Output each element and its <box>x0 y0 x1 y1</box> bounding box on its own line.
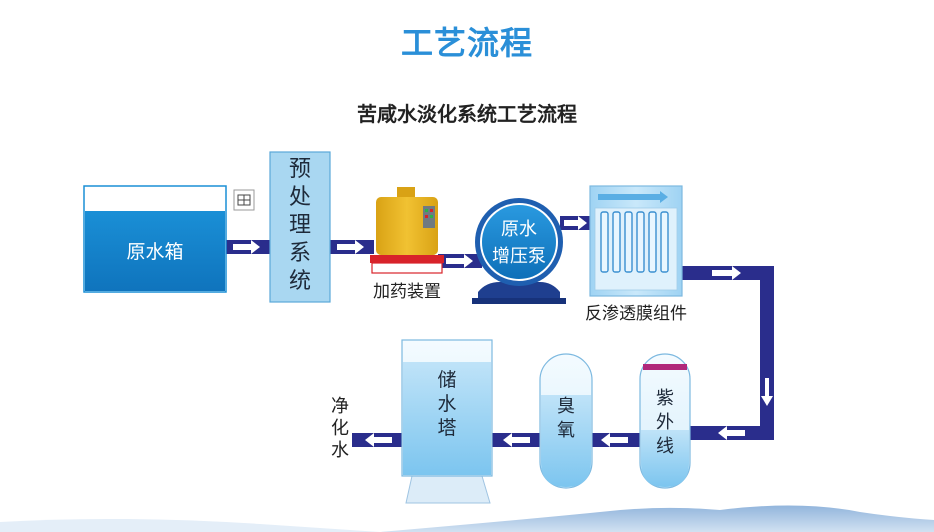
arrow-left-3 <box>503 433 530 447</box>
pump-label-line1: 原水 <box>501 219 537 240</box>
arrow-left-1 <box>718 426 745 440</box>
arrow-left-2 <box>601 433 628 447</box>
storage-tower-label: 储水塔 <box>437 369 456 439</box>
arrow-right-3 <box>446 254 473 268</box>
arrow-right-1 <box>233 240 260 254</box>
ozone-label: 臭氧 <box>557 396 575 441</box>
pipe-right-down <box>760 266 774 440</box>
diagram-subtitle: 苦咸水淡化系统工艺流程 <box>357 102 577 126</box>
arrow-right-5 <box>712 266 741 280</box>
uv-sterilizer: 紫外线 <box>639 353 691 489</box>
booster-pump: 原水 增压泵 <box>472 198 566 304</box>
pretreatment-label: 预处理系统 <box>289 157 311 294</box>
pump-label-line2: 增压泵 <box>492 246 546 267</box>
ozone-generator: 臭氧 <box>539 353 593 489</box>
arrow-down <box>761 378 773 406</box>
page-title: 工艺流程 <box>400 24 533 62</box>
arrow-right-2 <box>337 240 364 254</box>
ro-label: 反渗透膜组件 <box>585 304 687 324</box>
clean-water-label: 净化水 <box>331 396 349 461</box>
raw-water-tank: 原水箱 <box>83 185 227 293</box>
mist-decoration <box>0 518 380 532</box>
mountain-decoration <box>380 505 934 532</box>
dosing-device: 加药装置 <box>370 187 444 302</box>
uv-label: 紫外线 <box>656 388 674 457</box>
storage-tower: 储水塔 <box>401 339 493 504</box>
image-placeholder-icon <box>233 189 255 211</box>
dosing-red-band <box>370 255 444 263</box>
arrow-left-4 <box>365 433 392 447</box>
ro-inner-arrow <box>598 191 668 203</box>
raw-water-tank-label: 原水箱 <box>126 241 183 263</box>
dosing-label: 加药装置 <box>373 282 441 302</box>
tank-water <box>85 211 225 291</box>
arrow-right-4 <box>564 216 587 230</box>
ro-membrane-module: 反渗透膜组件 <box>585 185 687 324</box>
flow-arrows <box>233 216 773 447</box>
pretreatment-unit: 预处理系统 <box>269 151 331 303</box>
